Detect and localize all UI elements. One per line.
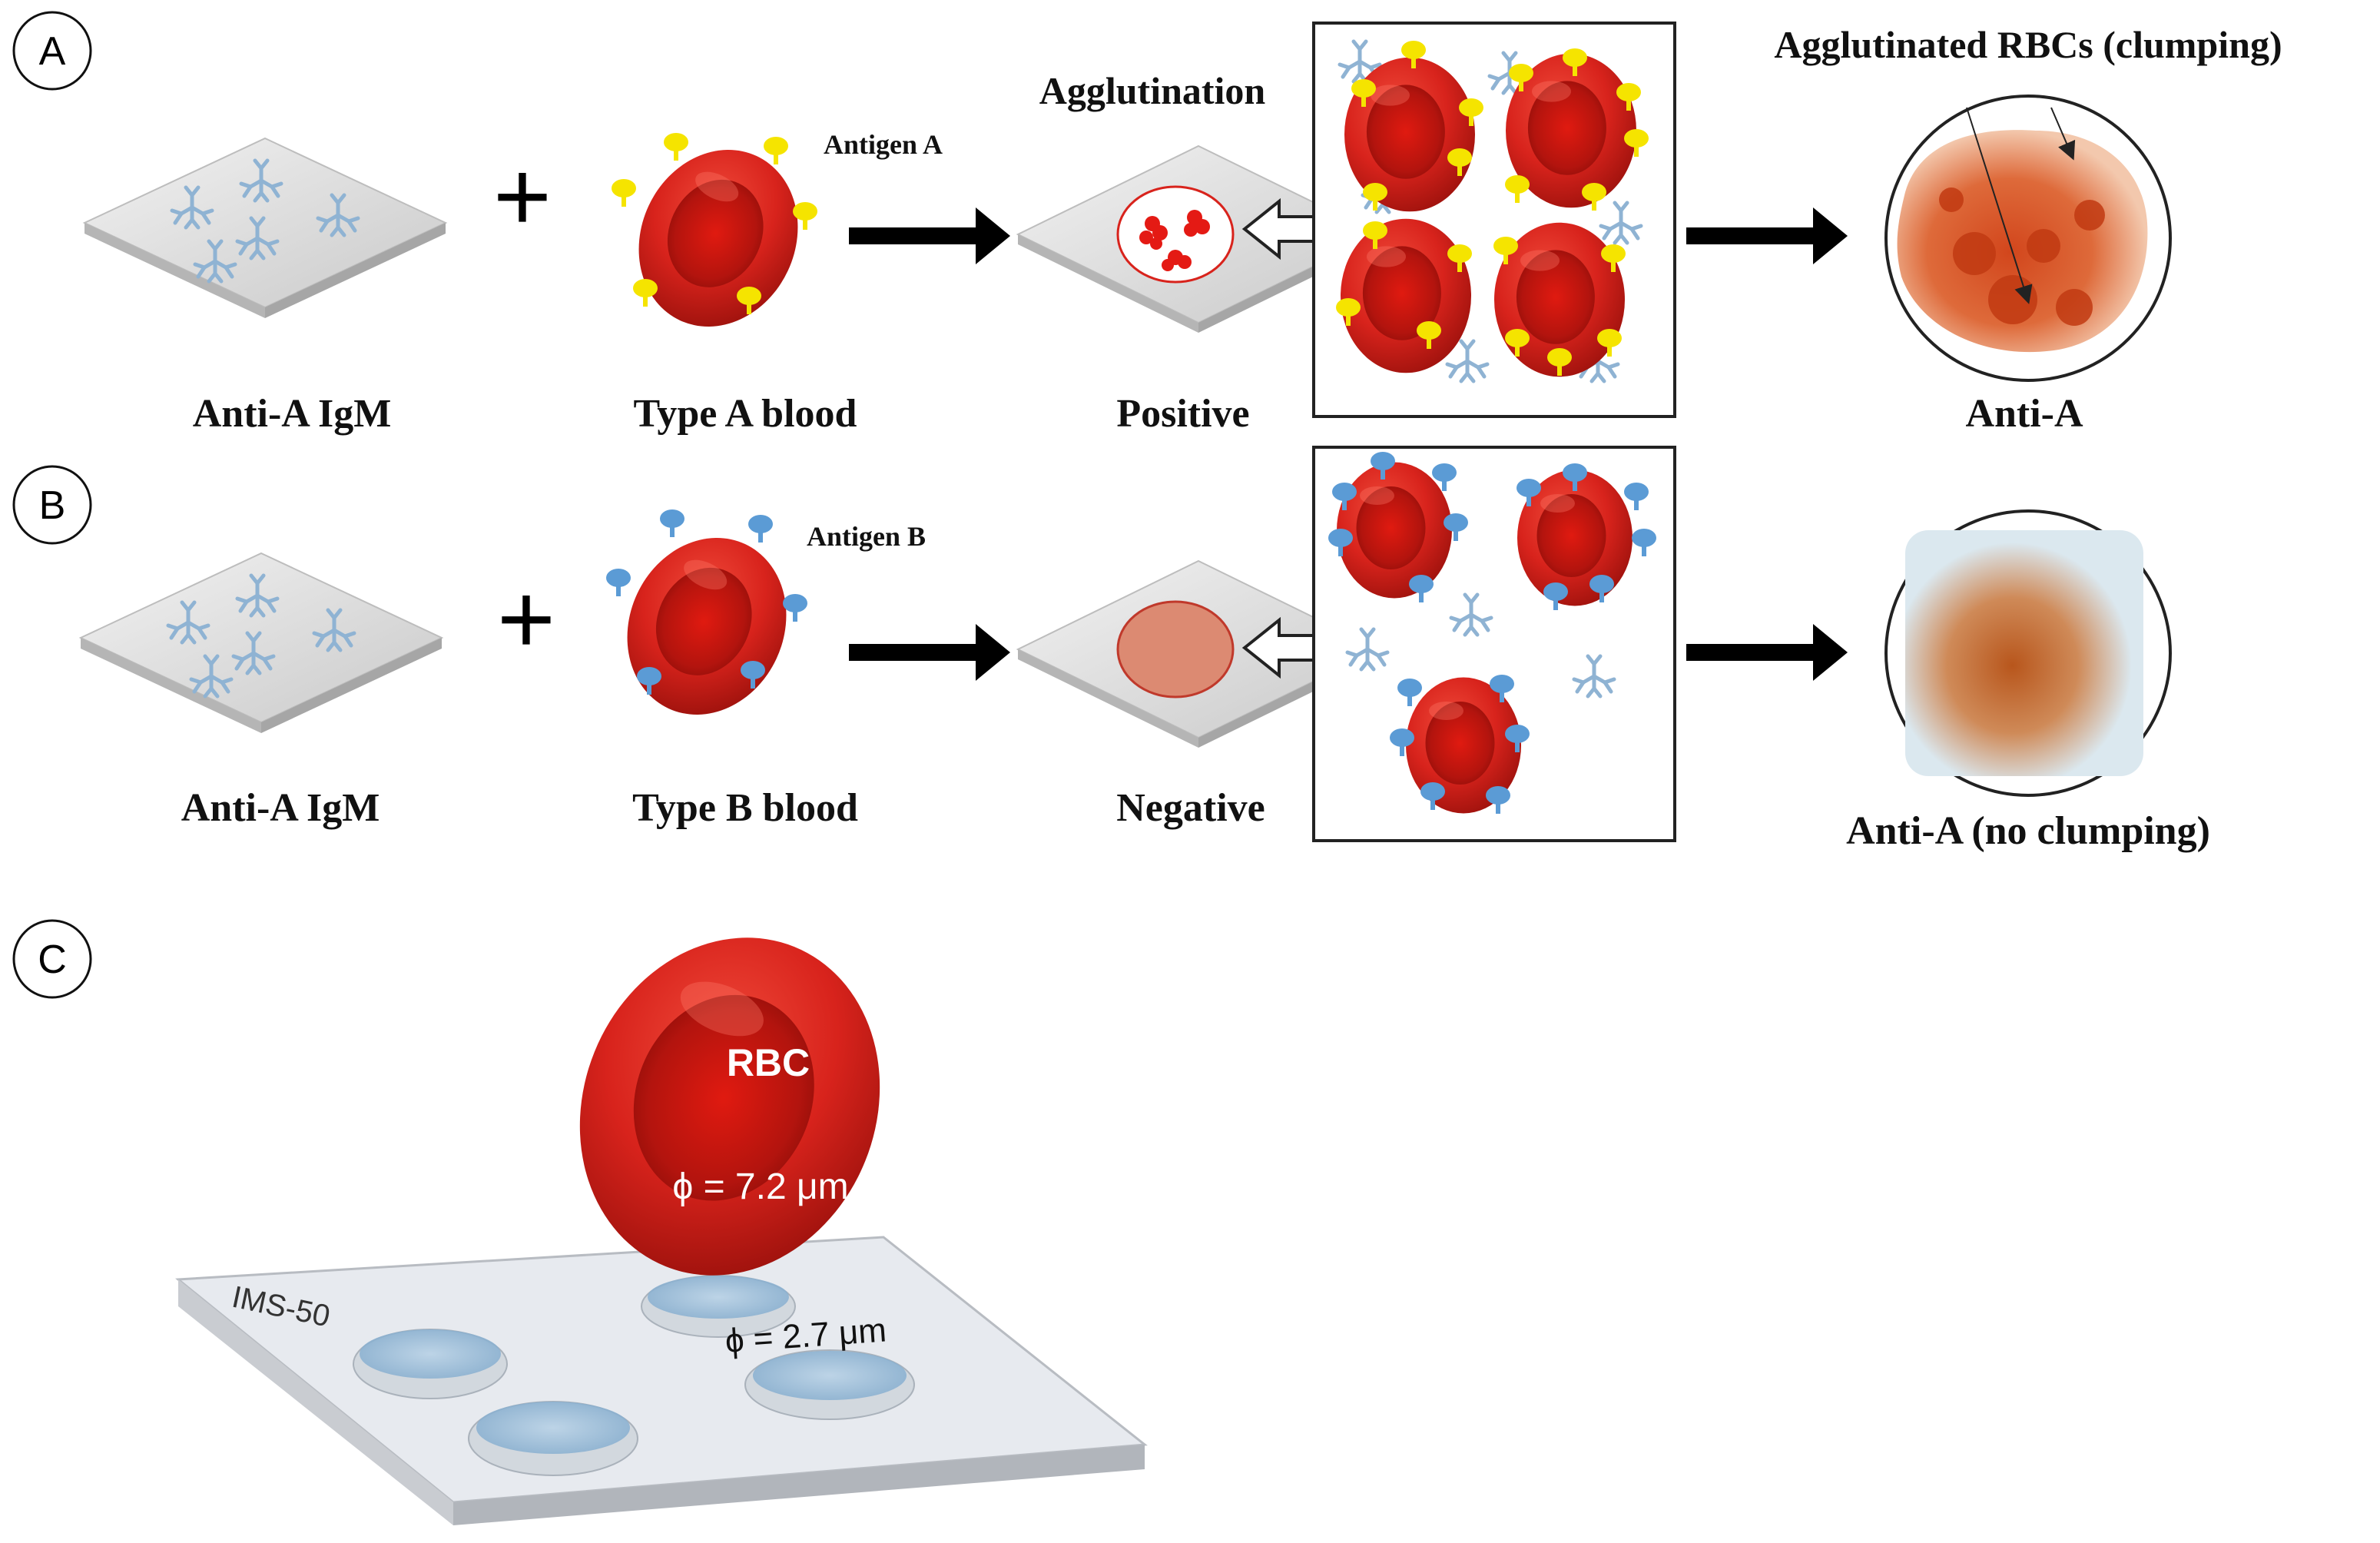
- panel-letter-badge: [12, 11, 92, 91]
- photo-label: Anti-A: [1965, 392, 2083, 436]
- red-blood-cell-icon: [610, 123, 827, 353]
- result-label: Negative: [1116, 786, 1265, 830]
- micro-well: [641, 1275, 796, 1338]
- arrow-right-icon: [1686, 624, 1848, 681]
- result-slide: [1016, 144, 1381, 333]
- reagent-label: Anti-A IgM: [193, 392, 392, 436]
- rbc-diameter-label: ϕ = 7.2 μm: [672, 1166, 848, 1207]
- process-label: Agglutination: [1039, 69, 1266, 112]
- panel-letter: A: [39, 29, 66, 74]
- agglutination-zoom-box: [1312, 22, 1676, 418]
- clump-dots: [1139, 210, 1210, 271]
- rbc-label: RBC: [727, 1041, 810, 1084]
- arrow-right-icon: [849, 624, 1010, 681]
- panel-b: B Anti-A IgM + Antigen B Type B blood N: [12, 446, 2210, 853]
- arrow-right-icon: [1686, 207, 1848, 264]
- micro-well: [744, 1349, 915, 1420]
- blood-label: Type B blood: [632, 786, 858, 830]
- photo-title: Agglutinated RBCs (clumping): [1774, 23, 2282, 66]
- micro-well: [353, 1329, 508, 1399]
- photo-label: Anti-A (no clumping): [1846, 809, 2210, 853]
- panel-c: C IMS-50 ϕ = 2.7 μm: [12, 891, 1148, 1525]
- arrow-right-icon: [849, 207, 1010, 264]
- result-label: Positive: [1116, 392, 1249, 436]
- antigen-label: Antigen B: [807, 521, 926, 552]
- panel-letter: C: [38, 937, 67, 982]
- ims-chip: IMS-50 ϕ = 2.7 μm: [175, 1236, 1148, 1525]
- plus-icon: +: [497, 562, 555, 675]
- micro-well: [468, 1401, 638, 1476]
- negative-photo: [1884, 509, 2172, 797]
- antibody-slide: [85, 138, 446, 318]
- panel-letter: B: [39, 483, 66, 528]
- panel-a: A Anti-A IgM + Antigen A Type A blood Ag…: [12, 11, 2282, 436]
- blood-label: Type A blood: [634, 392, 857, 436]
- panel-letter-badge: [12, 919, 92, 999]
- plus-icon: +: [493, 140, 552, 252]
- red-blood-cell-icon: [598, 511, 815, 742]
- reagent-label: Anti-A IgM: [181, 786, 380, 830]
- antigen-label: Antigen A: [824, 129, 943, 160]
- positive-photo: [1884, 95, 2172, 382]
- antibody-slide: [81, 553, 442, 733]
- panel-letter-badge: [12, 465, 92, 545]
- no-agglutination-zoom-box: [1312, 446, 1676, 842]
